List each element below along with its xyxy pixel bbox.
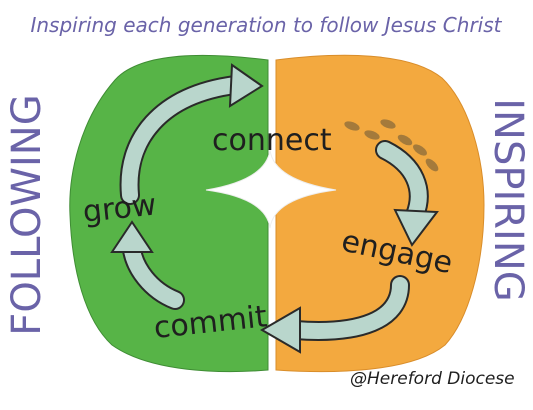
credit: @Hereford Diocese [350,369,515,389]
tagline: Inspiring each generation to follow Jesu… [30,13,502,37]
label-connect: connect [212,123,332,158]
label-grow: grow [81,187,158,230]
cycle-arrow-icon [110,63,439,354]
green-half [69,54,269,373]
orange-half [275,54,485,373]
star-icon [205,149,337,229]
side-word-inspiring: INSPIRING [485,98,531,302]
side-word-following: FOLLOWING [4,94,50,335]
footprints-icon [344,119,439,172]
